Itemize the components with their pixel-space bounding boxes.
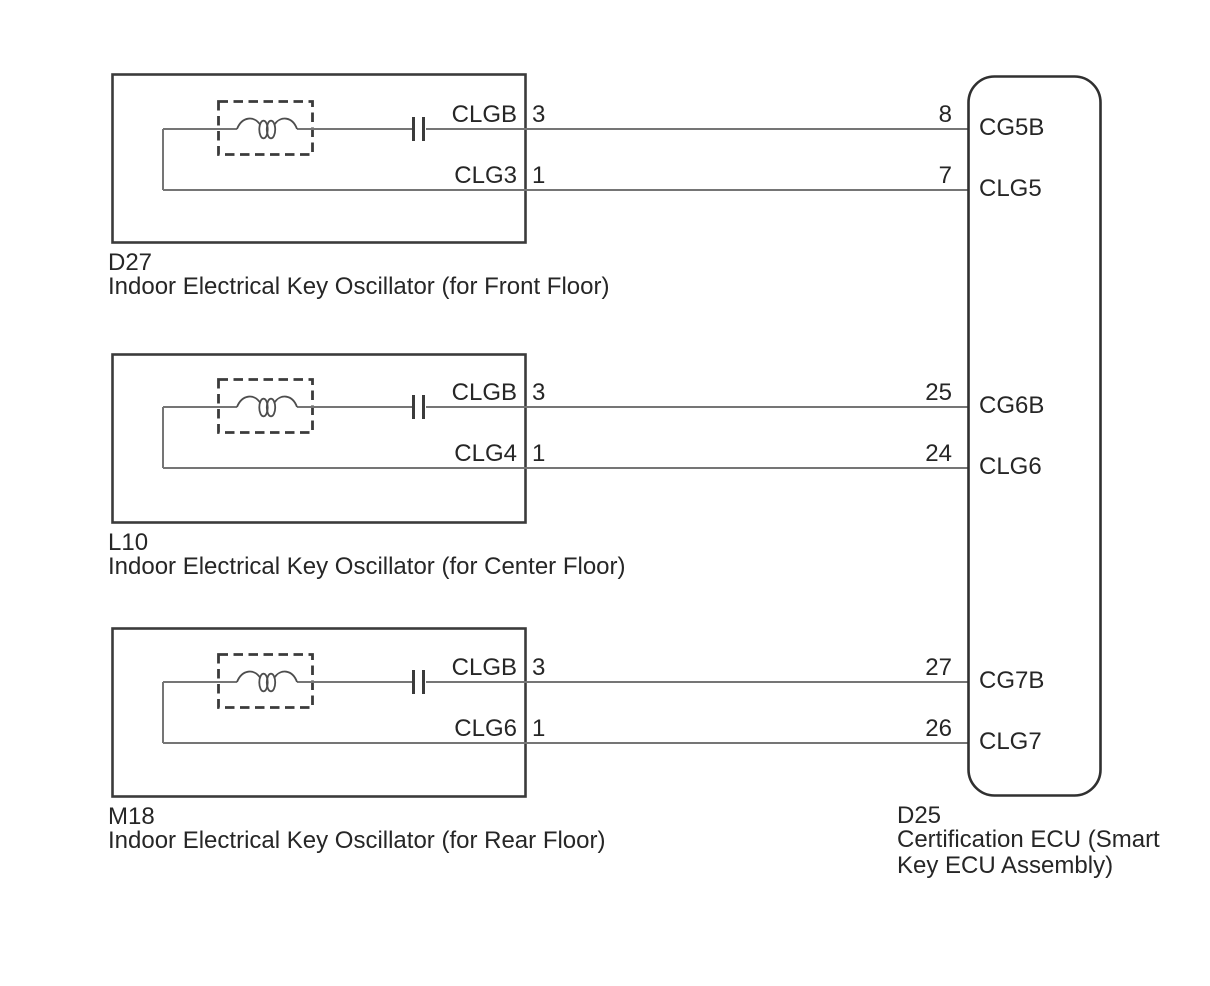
oscillator-box <box>111 627 527 798</box>
inductor-coil-icon <box>236 395 261 408</box>
inductor-coil-icon <box>273 670 298 683</box>
pin-label: CLGB <box>451 654 517 681</box>
inductor-coil-icon <box>236 670 261 683</box>
inductor-coil-icon <box>265 119 277 140</box>
pin-number: 1 <box>532 715 546 742</box>
oscillator-box <box>111 73 527 244</box>
inductor-coil-icon <box>273 117 298 130</box>
pin-label: CLG5 <box>979 175 1042 202</box>
pin-number: 7 <box>938 162 952 189</box>
oscillator-l10-graphics <box>111 353 968 524</box>
component-code: D27 <box>108 249 153 276</box>
wire <box>162 128 968 191</box>
pin-number: 26 <box>925 715 952 742</box>
component-name: Indoor Electrical Key Oscillator (for Ce… <box>108 553 626 580</box>
oscillator-d27-graphics <box>111 73 968 244</box>
wire <box>162 406 968 469</box>
ecu-connector-box <box>967 75 1102 797</box>
capacitor-icon <box>412 670 425 694</box>
component-name: Indoor Electrical Key Oscillator (for Re… <box>108 827 606 854</box>
pin-number: 1 <box>532 440 546 467</box>
inductor-coil-icon <box>273 395 298 408</box>
component-code: L10 <box>108 529 149 556</box>
pin-number: 25 <box>925 379 952 406</box>
pin-label: CLG6 <box>454 715 517 742</box>
pin-number: 8 <box>938 101 952 128</box>
pin-label: CG5B <box>979 114 1045 141</box>
pin-label: CLG3 <box>454 162 517 189</box>
pin-label: CLG6 <box>979 453 1042 480</box>
inductor-coil-icon <box>265 397 277 418</box>
component-name: Indoor Electrical Key Oscillator (for Fr… <box>108 273 610 300</box>
capacitor-icon <box>412 395 425 419</box>
oscillator-box <box>111 353 527 524</box>
component-code: D25 <box>897 802 942 829</box>
pin-label: CG6B <box>979 392 1045 419</box>
pin-number: 27 <box>925 654 952 681</box>
component-code: M18 <box>108 803 155 830</box>
component-name-line: Certification ECU (Smart <box>897 826 1160 853</box>
component-name-line: Key ECU Assembly) <box>897 852 1114 879</box>
pin-label: CLGB <box>451 379 517 406</box>
inductor-coil-icon <box>265 672 277 693</box>
pin-number: 24 <box>925 440 952 467</box>
oscillator-m18-graphics <box>111 627 968 798</box>
pin-number: 1 <box>532 162 546 189</box>
pin-label: CLGB <box>451 101 517 128</box>
wire <box>162 681 968 744</box>
pin-label: CLG7 <box>979 728 1042 755</box>
pin-number: 3 <box>532 101 546 128</box>
inductor-coil-icon <box>236 117 261 130</box>
pin-label: CLG4 <box>454 440 517 467</box>
pin-number: 3 <box>532 379 546 406</box>
capacitor-icon <box>412 117 425 141</box>
pin-label: CG7B <box>979 667 1045 694</box>
pin-number: 3 <box>532 654 546 681</box>
